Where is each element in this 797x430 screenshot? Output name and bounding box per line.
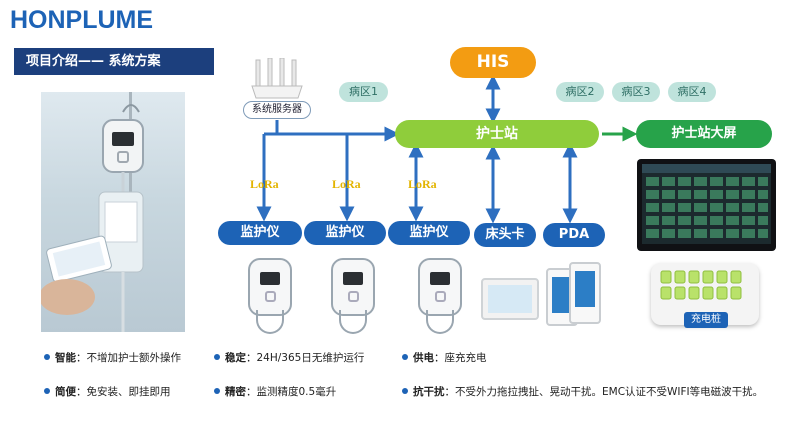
pda-node: PDA xyxy=(543,223,605,247)
charger-slots-icon xyxy=(660,270,742,300)
product-photo xyxy=(41,92,185,332)
feature-simple: 简便：免安装、即挂即用 xyxy=(44,384,171,399)
infusion-monitor-icon xyxy=(248,258,292,316)
bullet-icon xyxy=(44,354,50,360)
ward-1-badge: 病区1 xyxy=(339,82,388,102)
bullet-icon xyxy=(214,354,220,360)
bullet-icon xyxy=(44,388,50,394)
infusion-monitor-icon xyxy=(331,258,375,316)
screen-grid-icon xyxy=(642,164,771,238)
feature-anti-interference: 抗干扰：不受外力拖拉拽扯、晃动干扰。EMC认证不受WIFI等电磁波干扰。 xyxy=(402,384,763,399)
feature-power: 供电：座充充电 xyxy=(402,350,487,365)
feature-precise: 精密：监测精度0.5毫升 xyxy=(214,384,336,399)
ward-2-badge: 病区2 xyxy=(556,82,604,102)
server-label: 系统服务器 xyxy=(243,101,311,119)
pda-device-icon xyxy=(569,262,601,324)
infusion-monitor-icon xyxy=(418,258,462,316)
bedside-card-icon xyxy=(481,278,539,320)
nurse-screen-node: 护士站大屏 xyxy=(636,120,772,148)
lora-label-3: LoRa xyxy=(408,177,437,191)
feature-stable: 稳定：24H/365日无维护运行 xyxy=(214,350,364,365)
router-icon xyxy=(251,58,303,99)
bedcard-node: 床头卡 xyxy=(474,223,536,247)
monitor-node-3: 监护仪 xyxy=(388,221,470,245)
lora-label-2: LoRa xyxy=(332,177,361,191)
monitor-node-2: 监护仪 xyxy=(304,221,386,245)
ward-4-badge: 病区4 xyxy=(668,82,716,102)
section-title: 项目介绍—— 系统方案 xyxy=(14,48,214,75)
his-node: HIS xyxy=(450,47,536,78)
bullet-icon xyxy=(402,388,408,394)
photo-illustration xyxy=(41,92,144,332)
nurse-station-node: 护士站 xyxy=(395,120,599,148)
feature-smart: 智能：不增加护士额外操作 xyxy=(44,350,181,365)
brand-logo: HONPLUME xyxy=(10,6,154,34)
nurse-station-screen-icon xyxy=(637,159,776,251)
monitor-node-1: 监护仪 xyxy=(218,221,302,245)
device-hook-icon xyxy=(256,310,284,334)
bullet-icon xyxy=(402,354,408,360)
lora-label-1: LoRa xyxy=(250,177,279,191)
device-hook-icon xyxy=(426,310,454,334)
charger-label: 充电桩 xyxy=(684,312,728,328)
bullet-icon xyxy=(214,388,220,394)
ward-3-badge: 病区3 xyxy=(612,82,660,102)
device-hook-icon xyxy=(339,310,367,334)
